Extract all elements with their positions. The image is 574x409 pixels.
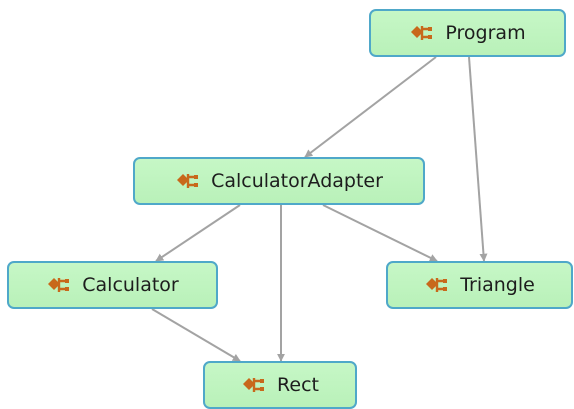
node-label-rect: Rect: [277, 374, 319, 396]
class-icon: [424, 275, 448, 295]
edge-calculator-to-rect: [151, 308, 241, 362]
node-calculator-adapter[interactable]: CalculatorAdapter: [133, 157, 425, 205]
class-icon: [175, 171, 199, 191]
node-label-program: Program: [445, 22, 526, 44]
edge-program-to-triangle: [468, 56, 488, 262]
node-label-triangle: Triangle: [460, 274, 535, 296]
node-triangle[interactable]: Triangle: [386, 261, 573, 309]
edge-adapter-to-calculator: [155, 204, 241, 262]
class-icon: [46, 275, 70, 295]
node-rect[interactable]: Rect: [203, 361, 357, 409]
edge-program-to-adapter: [304, 56, 437, 158]
node-label-calculator: Calculator: [82, 274, 179, 296]
node-calculator[interactable]: Calculator: [7, 261, 218, 309]
node-label-calculator-adapter: CalculatorAdapter: [211, 170, 383, 192]
class-icon: [241, 375, 265, 395]
class-icon: [409, 23, 433, 43]
edge-adapter-to-triangle: [322, 204, 438, 262]
node-program[interactable]: Program: [369, 9, 566, 57]
